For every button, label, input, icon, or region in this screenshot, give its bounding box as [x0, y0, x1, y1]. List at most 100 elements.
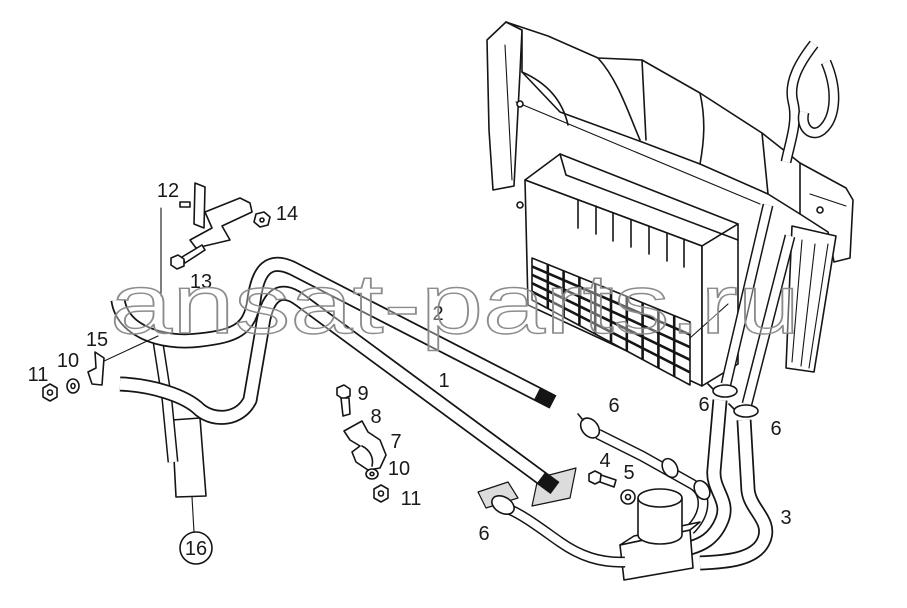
panel-rib [791, 239, 803, 363]
hose-clamp [693, 479, 711, 501]
callout-1: 1 [438, 370, 449, 392]
callout-8: 8 [370, 406, 381, 428]
washer-5-hole [624, 493, 632, 501]
heater-frame-post [486, 21, 523, 191]
callout-16: 16 [185, 538, 207, 560]
hose-3-core [688, 399, 730, 554]
nut-11-right-hole [377, 490, 385, 497]
callout-5: 5 [623, 462, 634, 484]
bracket-8 [343, 420, 387, 471]
heater-side-panel [785, 225, 837, 373]
heater-rod [809, 193, 847, 207]
heater-louvers [559, 153, 739, 268]
outlet-tube-core [743, 235, 794, 405]
grille-bar [531, 290, 691, 374]
bracket-12-13-14 [160, 182, 271, 297]
hose-1-core [119, 287, 559, 493]
heater-duct-line [699, 92, 705, 165]
callout-11-left: 11 [28, 364, 49, 386]
valve-canister [637, 497, 683, 545]
heater-duct-line [597, 57, 641, 141]
callout-7: 7 [390, 431, 401, 453]
heater-duct-line [521, 71, 569, 126]
screw-12 [179, 201, 191, 208]
bolt-4 [588, 470, 617, 488]
vent-tube-core [799, 60, 838, 137]
washer-10-right-hole [369, 471, 375, 477]
hose-3 [687, 399, 774, 571]
bracket-7-8-assembly [336, 384, 389, 503]
callout-circle-16 [179, 531, 213, 565]
heater-screw [816, 206, 824, 214]
outlet-tube-core [722, 204, 772, 385]
vent-tube [780, 40, 840, 164]
callout-11-right: 11 [401, 488, 422, 510]
clamp-tab [707, 383, 714, 390]
callout-3: 3 [780, 507, 791, 529]
bracket-plate [193, 182, 206, 229]
heater-frame-beam [505, 21, 854, 263]
clamp-tab [577, 413, 584, 421]
callout-9: 9 [357, 383, 368, 405]
grille-bar [531, 282, 691, 361]
callout-13: 13 [190, 271, 212, 293]
bracket-arm [189, 197, 253, 249]
hose-2-end-cap [534, 388, 556, 408]
bracket-7-bend [361, 445, 374, 467]
nut-11-left-hole [46, 389, 54, 396]
bolt-4-head [588, 470, 602, 485]
bolt-9-shaft [340, 397, 351, 417]
callout-14: 14 [276, 203, 298, 225]
hose-clamp [661, 457, 679, 479]
heater-grille [531, 257, 691, 386]
heater-unit [486, 21, 854, 387]
bolt-9-head [336, 384, 351, 400]
panel-rib [800, 243, 816, 367]
callout-10-right: 10 [388, 458, 410, 480]
callouts: 12 14 13 15 11 10 2 1 9 8 7 10 11 6 6 6 … [28, 180, 792, 560]
bolt-4-shaft [599, 474, 617, 488]
heater-screw [516, 201, 524, 209]
valve-outlet-core [504, 504, 626, 567]
hose-3-core [699, 419, 772, 569]
hose-2-core [112, 258, 556, 408]
washer-5 [620, 489, 636, 505]
hose-clamp-6c [733, 404, 759, 418]
callout-10-left: 10 [57, 350, 79, 372]
clamp-mount-plate [477, 481, 519, 509]
grille-bar [531, 273, 691, 349]
hose-2 [110, 256, 557, 409]
heater-core-side [701, 223, 739, 387]
clip-leader-line [101, 335, 159, 363]
panel-rib [808, 243, 829, 369]
hose-clamp-6d [491, 495, 515, 515]
valve-assembly [503, 429, 711, 581]
heater-outlet-tubes [720, 203, 796, 406]
washer-10-left-hole [70, 382, 76, 390]
heater-rod [515, 101, 761, 205]
callout-6c: 6 [770, 418, 781, 440]
plate-16-leader [191, 496, 195, 533]
heater-rod [504, 44, 513, 181]
callout-6a: 6 [608, 395, 619, 417]
clip-15-assembly [42, 335, 159, 402]
hose-clamp-6b [712, 384, 738, 398]
callout-12: 12 [157, 180, 179, 202]
callout-4: 4 [599, 450, 610, 472]
callout-2: 2 [432, 303, 443, 325]
heater-duct-line [641, 59, 647, 141]
plate-16-body [171, 417, 207, 498]
clamp-tab [728, 403, 735, 410]
heater-screw [516, 100, 524, 108]
louver-edge [559, 153, 739, 241]
nut-14-hole [259, 217, 265, 223]
callout-6b: 6 [698, 394, 709, 416]
grille-leader-line [689, 303, 729, 339]
hose-1 [119, 285, 577, 507]
valve-canister-top [637, 488, 683, 508]
callout-6d: 6 [478, 523, 489, 545]
vent-tube-core [782, 41, 818, 163]
bolt-13-head [170, 254, 185, 270]
clip-15 [87, 351, 105, 386]
